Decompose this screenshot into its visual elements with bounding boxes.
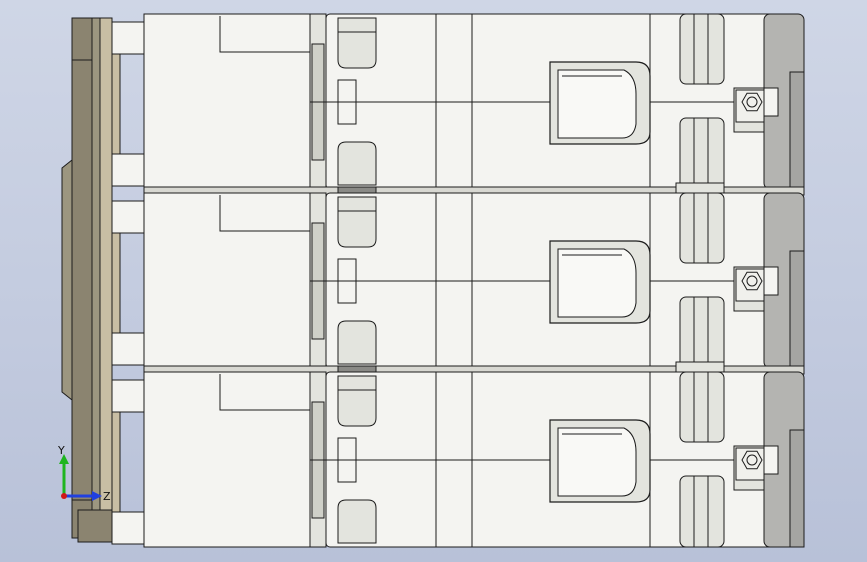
x-axis-origin: [61, 493, 67, 499]
lower-slot: [337, 499, 377, 544]
upper-slot: [337, 17, 377, 69]
pole-body-left: [143, 371, 311, 548]
screw-clamp-front: [763, 266, 779, 296]
toggle-lever: [557, 248, 637, 318]
side-bulge: [61, 158, 73, 402]
cooling-fins: [679, 371, 725, 443]
hex-screw-icon: [741, 92, 763, 112]
terminal-block: [111, 200, 145, 234]
hex-screw-icon: [741, 271, 763, 291]
breaker-pole-2[interactable]: [111, 192, 805, 379]
y-axis-arrowhead: [59, 454, 69, 464]
z-axis-label: Z: [103, 490, 111, 503]
pole-body-left: [143, 192, 311, 369]
terminal-block: [111, 379, 145, 413]
lower-slot: [337, 141, 377, 186]
lower-slot: [337, 320, 377, 365]
screw-clamp-front: [763, 87, 779, 117]
label-recess: [219, 374, 310, 411]
z-axis-arrowhead: [92, 491, 102, 501]
breaker-pole-3[interactable]: [111, 371, 805, 548]
toggle-lever: [557, 69, 637, 139]
end-cap-step: [789, 250, 805, 369]
hex-screw-socket: [746, 275, 758, 287]
terminal-block: [111, 153, 145, 187]
end-cap-step: [789, 429, 805, 548]
hex-screw-icon: [741, 450, 763, 470]
end-cap-step: [789, 71, 805, 190]
label-recess: [219, 16, 310, 53]
left-side-plates[interactable]: [61, 17, 119, 543]
cooling-fins: [679, 117, 725, 190]
terminal-block: [111, 511, 145, 545]
cooling-fins: [679, 192, 725, 264]
terminal-strip: [111, 53, 121, 155]
terminal-strip: [111, 411, 121, 513]
screw-clamp-front: [763, 445, 779, 475]
hex-screw-socket: [746, 454, 758, 466]
terminal-block: [111, 21, 145, 55]
cooling-fins: [679, 296, 725, 369]
cooling-fins: [679, 13, 725, 85]
y-axis-label: Y: [57, 444, 65, 457]
upper-slot: [337, 196, 377, 248]
hex-screw-socket: [746, 96, 758, 108]
breaker-pole-1[interactable]: [111, 13, 805, 200]
pole-body-left: [143, 13, 311, 190]
upper-slot: [337, 375, 377, 427]
cooling-fins: [679, 475, 725, 548]
label-recess: [219, 195, 310, 232]
terminal-block: [111, 332, 145, 366]
coordinate-triad-icon: Y Z: [57, 444, 111, 503]
terminal-strip: [111, 232, 121, 334]
toggle-lever: [557, 427, 637, 497]
breaker-poles[interactable]: [111, 13, 805, 548]
